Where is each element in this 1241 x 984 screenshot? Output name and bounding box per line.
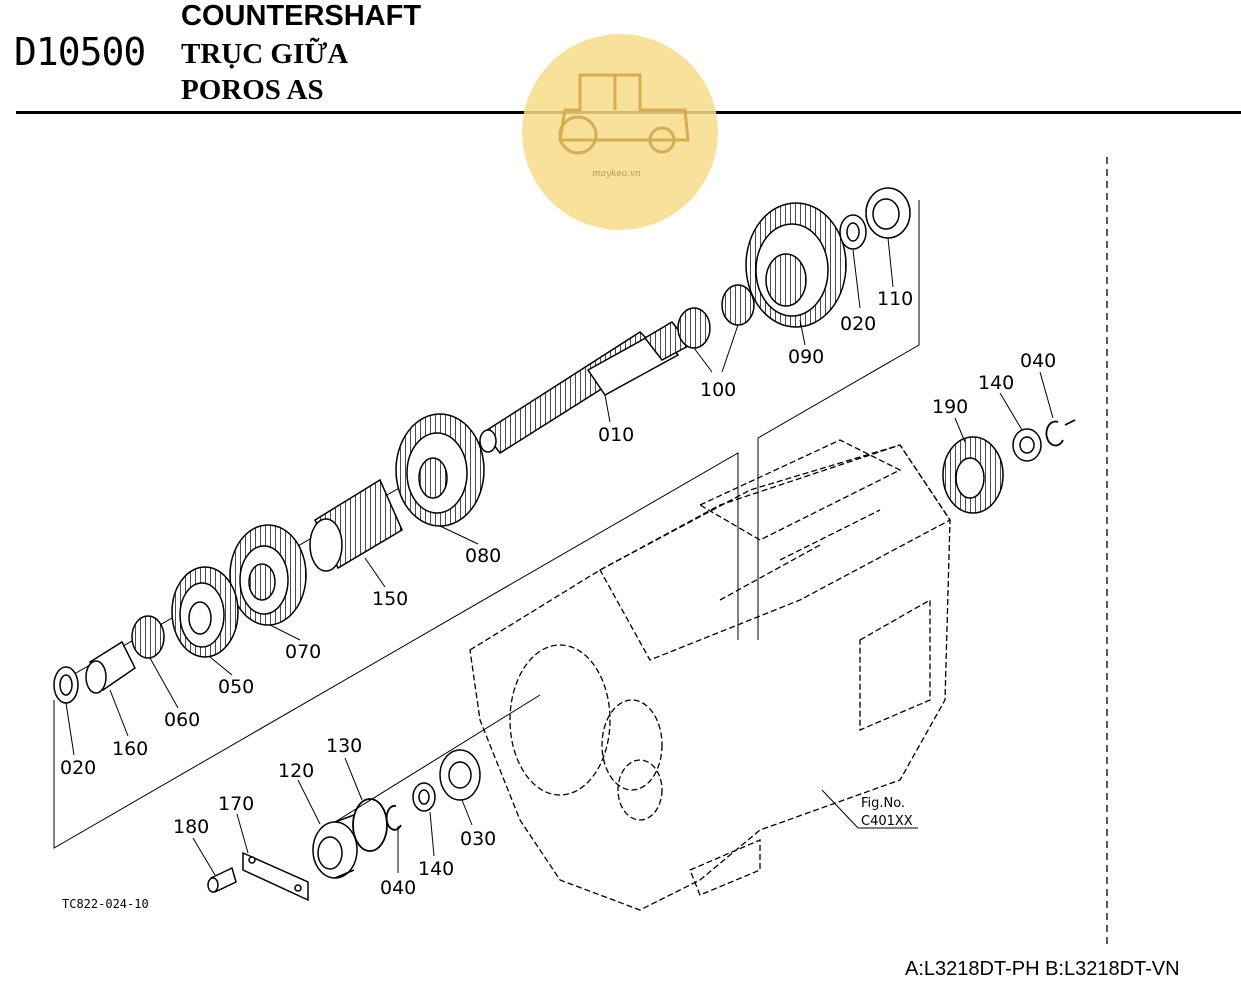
- drawing-id: TC822-024-10: [62, 897, 149, 911]
- bearing-030: [439, 749, 481, 801]
- transmission-housing: [469, 439, 951, 911]
- needle-bearings-100: [677, 284, 755, 349]
- washer-140-right: [1012, 428, 1042, 462]
- label-030: 030: [460, 828, 496, 850]
- leader-lines: [65, 237, 1054, 876]
- label-060: 060: [164, 709, 200, 731]
- coupler-150: [309, 478, 403, 572]
- label-010: 010: [598, 424, 634, 446]
- bearing-110: [865, 187, 911, 239]
- label-130: 130: [326, 735, 362, 757]
- collar-160: [85, 640, 136, 694]
- washer-020-left: [53, 666, 79, 704]
- label-190: 190: [932, 396, 968, 418]
- o-ring-130: [352, 798, 388, 852]
- label-050: 050: [218, 676, 254, 698]
- snap-ring-040-lower: [385, 804, 402, 831]
- label-120: 120: [278, 760, 314, 782]
- gear-080: [395, 413, 485, 527]
- gear-070: [229, 524, 307, 626]
- label-180: 180: [173, 816, 209, 838]
- countershaft-010: [479, 321, 692, 455]
- label-040-lower: 040: [380, 877, 416, 899]
- figure-number: C401XX: [861, 814, 913, 829]
- figure-label: Fig.No.: [861, 796, 905, 811]
- watermark-logo: maykeo.vn: [522, 34, 718, 230]
- label-100: 100: [700, 379, 736, 401]
- needle-bearing-060: [131, 615, 165, 659]
- part-code: D10500: [14, 30, 146, 74]
- label-140-lower: 140: [418, 858, 454, 880]
- label-090: 090: [788, 346, 824, 368]
- snap-ring-040-right: [1045, 419, 1076, 447]
- label-160: 160: [112, 738, 148, 760]
- label-020-top: 020: [840, 313, 876, 335]
- label-070: 070: [285, 641, 321, 663]
- plate-170: [242, 851, 309, 902]
- label-040-right: 040: [1020, 350, 1056, 372]
- washer-020-top: [839, 214, 867, 250]
- label-080: 080: [465, 545, 501, 567]
- bolt-180: [207, 866, 237, 894]
- label-110: 110: [877, 288, 913, 310]
- watermark-text: maykeo.vn: [592, 169, 641, 179]
- model-footer: A:L3218DT-PH B:L3218DT-VN: [905, 958, 1180, 980]
- cover-120: [312, 814, 358, 879]
- gear-050: [171, 566, 239, 658]
- label-150: 150: [372, 588, 408, 610]
- gear-190: [942, 436, 1004, 514]
- label-020-left: 020: [60, 757, 96, 779]
- label-140-right: 140: [978, 372, 1014, 394]
- title-english: COUNTERSHAFT: [181, 0, 422, 32]
- washer-140-lower: [412, 782, 436, 812]
- gear-090: [745, 202, 847, 328]
- title-indonesian: POROS AS: [181, 74, 324, 106]
- title-vietnamese: TRỤC GIỮA: [181, 38, 349, 70]
- label-170: 170: [218, 793, 254, 815]
